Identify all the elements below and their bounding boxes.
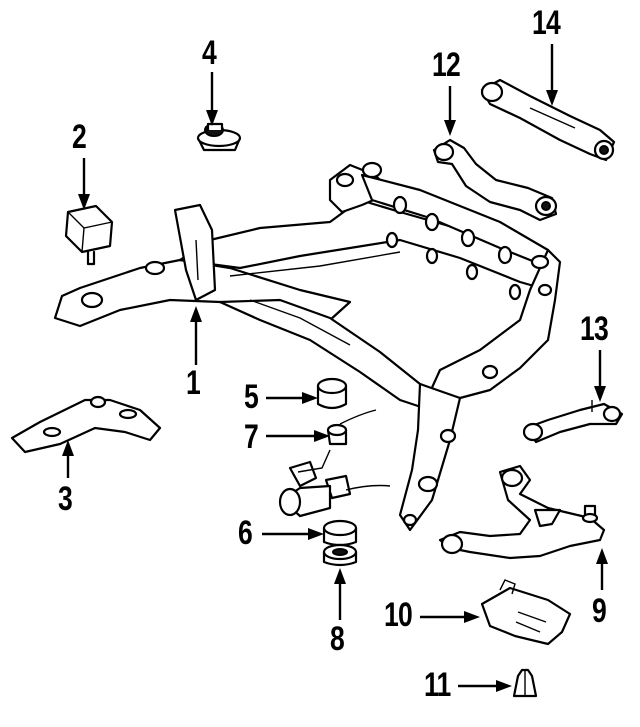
callout-1: 1	[186, 364, 201, 402]
callout-9: 9	[592, 592, 607, 630]
part-6-bushing	[322, 519, 358, 547]
differential-sketch	[278, 409, 391, 518]
part-2-mount	[64, 204, 114, 266]
callout-5: 5	[244, 378, 259, 416]
part-3-bracket	[10, 395, 162, 454]
part-5-bushing	[316, 377, 348, 410]
callout-14: 14	[532, 4, 561, 42]
callout-13: 13	[580, 310, 609, 348]
part-8-bushing	[322, 543, 358, 567]
callout-8: 8	[330, 620, 345, 658]
part-12-upper-link	[432, 138, 558, 222]
leader-arrows	[62, 44, 608, 692]
callout-2: 2	[72, 118, 87, 156]
callout-3: 3	[58, 480, 73, 518]
callout-11: 11	[424, 666, 451, 704]
part-11-clip	[512, 668, 538, 698]
part-7-bushing	[326, 423, 348, 446]
part-13-link	[522, 400, 624, 444]
callout-7: 7	[244, 418, 259, 456]
callout-12: 12	[432, 46, 461, 84]
part-1-crossmember	[53, 161, 562, 532]
part-14-rear-link	[480, 78, 616, 162]
part-4-bushing	[196, 122, 242, 152]
callout-4: 4	[202, 34, 217, 72]
callout-6: 6	[238, 514, 253, 552]
part-10-plate	[480, 579, 572, 646]
callout-10: 10	[384, 596, 413, 634]
part-9-control-arm	[438, 464, 606, 560]
